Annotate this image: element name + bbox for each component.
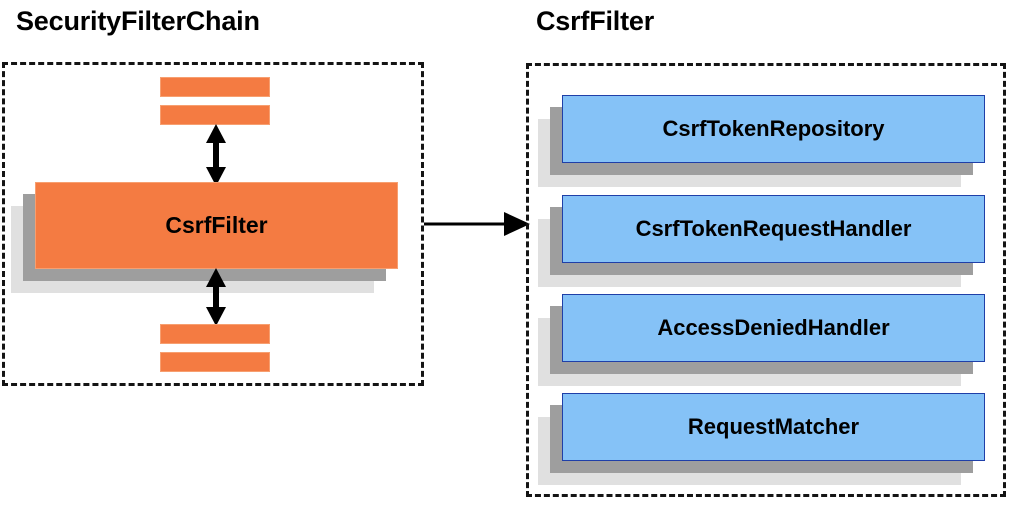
csrf-filter-detail-panel (526, 63, 1006, 497)
filter-bar-above-1 (160, 77, 270, 97)
filter-bar-below-2 (160, 352, 270, 372)
collaborator-card-label: RequestMatcher (562, 393, 985, 461)
arrow-bidirectional-below (206, 268, 226, 326)
collaborator-card-access-denied-handler[interactable]: AccessDeniedHandler (538, 294, 985, 386)
collaborator-card-label: AccessDeniedHandler (562, 294, 985, 362)
arrow-bidirectional-above (206, 124, 226, 186)
connector-arrow-csrf-filter-to-details (424, 212, 530, 236)
csrf-filter-card-label: CsrfFilter (35, 182, 398, 269)
collaborator-card-request-matcher[interactable]: RequestMatcher (538, 393, 985, 485)
filter-bar-below-1 (160, 324, 270, 344)
csrf-filter-card[interactable]: CsrfFilter (11, 182, 398, 293)
page-title-security-filter-chain: SecurityFilterChain (16, 6, 260, 36)
security-filter-chain-panel (2, 62, 424, 386)
collaborator-card-label: CsrfTokenRepository (562, 95, 985, 163)
collaborator-card-csrf-token-repository[interactable]: CsrfTokenRepository (538, 95, 985, 187)
filter-bar-above-2 (160, 105, 270, 125)
collaborator-card-label: CsrfTokenRequestHandler (562, 195, 985, 263)
page-title-csrf-filter: CsrfFilter (536, 6, 655, 36)
collaborator-card-csrf-token-request-handler[interactable]: CsrfTokenRequestHandler (538, 195, 985, 287)
